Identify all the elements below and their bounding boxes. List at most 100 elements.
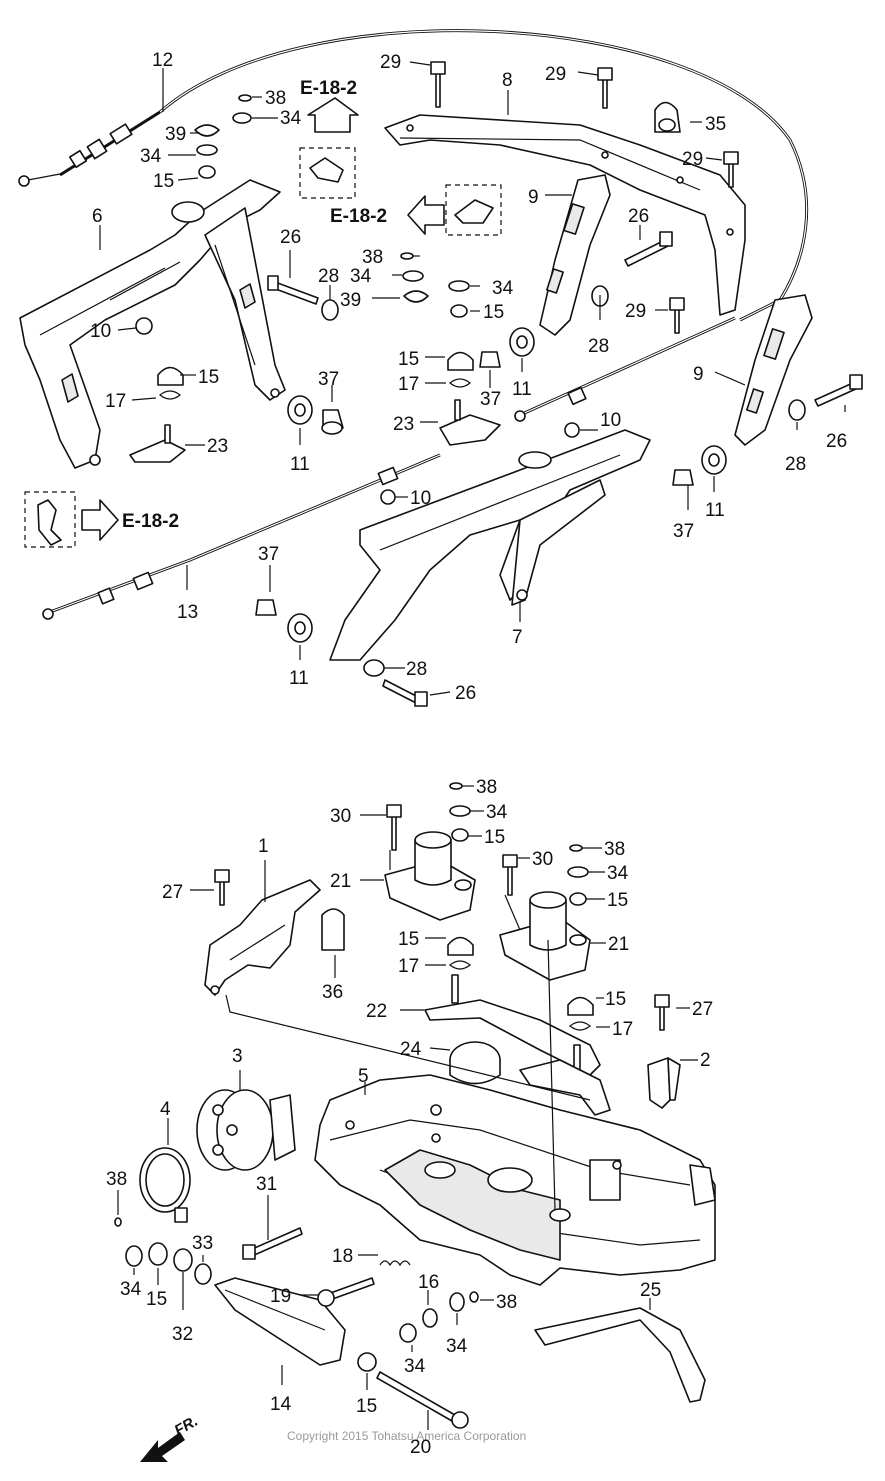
- callout-15h[interactable]: 15: [605, 989, 626, 1010]
- callout-39b[interactable]: 39: [340, 290, 361, 311]
- callout-34h[interactable]: 34: [404, 1356, 426, 1377]
- callout-3[interactable]: 3: [232, 1046, 243, 1067]
- callout-10a[interactable]: 10: [90, 321, 111, 342]
- callout-28b[interactable]: 28: [588, 336, 609, 357]
- callout-21b[interactable]: 21: [608, 934, 629, 955]
- callout-34g[interactable]: 34: [120, 1279, 142, 1300]
- callout-10b[interactable]: 10: [600, 410, 621, 431]
- callout-32[interactable]: 32: [172, 1324, 193, 1345]
- callout-13[interactable]: 13: [177, 602, 198, 623]
- link-22: [424, 974, 611, 1116]
- callout-27a[interactable]: 27: [162, 882, 183, 903]
- callout-15j[interactable]: 15: [356, 1396, 377, 1417]
- callout-4[interactable]: 4: [160, 1099, 171, 1120]
- callout-11d[interactable]: 11: [705, 500, 725, 521]
- bracket-9-lower: [734, 294, 813, 446]
- callout-33[interactable]: 33: [192, 1233, 213, 1254]
- callout-34d[interactable]: 34: [492, 278, 514, 299]
- callout-29c[interactable]: 29: [682, 149, 703, 170]
- callout-38d[interactable]: 38: [604, 839, 625, 860]
- ref-middle-group: E-18-2: [330, 184, 502, 236]
- callout-19[interactable]: 19: [270, 1286, 291, 1307]
- callout-15d[interactable]: 15: [398, 349, 419, 370]
- callout-17d[interactable]: 17: [612, 1019, 633, 1040]
- cover-21-left: [384, 831, 476, 921]
- callout-15g[interactable]: 15: [398, 929, 419, 950]
- hardware-lower: [114, 782, 670, 1429]
- ref-label-lower[interactable]: E-18-2: [122, 511, 179, 532]
- callout-37a[interactable]: 37: [318, 369, 339, 390]
- callout-10c[interactable]: 10: [410, 488, 431, 509]
- callout-34a[interactable]: 34: [280, 108, 302, 129]
- callout-17a[interactable]: 17: [105, 391, 126, 412]
- callout-8[interactable]: 8: [502, 70, 513, 91]
- callout-37d[interactable]: 37: [673, 521, 694, 542]
- callout-15c[interactable]: 15: [483, 302, 504, 323]
- callout-38b[interactable]: 38: [362, 247, 383, 268]
- callout-34c[interactable]: 34: [350, 266, 372, 287]
- callout-39a[interactable]: 39: [165, 124, 186, 145]
- callout-6[interactable]: 6: [92, 206, 103, 227]
- callout-18[interactable]: 18: [332, 1246, 353, 1267]
- callout-9b[interactable]: 9: [693, 364, 704, 385]
- callout-26d[interactable]: 26: [455, 683, 476, 704]
- callout-23b[interactable]: 23: [393, 414, 414, 435]
- callout-30a[interactable]: 30: [330, 806, 351, 827]
- callout-37c[interactable]: 37: [258, 544, 279, 565]
- callout-2[interactable]: 2: [700, 1050, 711, 1071]
- callout-15b[interactable]: 15: [198, 367, 219, 388]
- callout-34i[interactable]: 34: [446, 1336, 468, 1357]
- callout-23a[interactable]: 23: [207, 436, 228, 457]
- callout-36[interactable]: 36: [322, 982, 343, 1003]
- ref-lower-group: E-18-2: [24, 491, 179, 548]
- callout-14[interactable]: 14: [270, 1394, 292, 1415]
- bracket-7: [329, 429, 651, 661]
- callout-28a[interactable]: 28: [318, 266, 339, 287]
- callout-11a[interactable]: 11: [290, 454, 310, 475]
- callout-15a[interactable]: 15: [153, 171, 174, 192]
- callout-17b[interactable]: 17: [398, 374, 419, 395]
- callout-16[interactable]: 16: [418, 1272, 439, 1293]
- callout-31[interactable]: 31: [256, 1174, 277, 1195]
- callout-37b[interactable]: 37: [480, 389, 501, 410]
- callout-11c[interactable]: 11: [289, 668, 309, 689]
- callout-15f[interactable]: 15: [607, 890, 628, 911]
- callout-26b[interactable]: 26: [628, 206, 649, 227]
- callout-38c[interactable]: 38: [476, 777, 497, 798]
- callout-34b[interactable]: 34: [140, 146, 162, 167]
- ref-label-upper[interactable]: E-18-2: [300, 78, 357, 99]
- bracket-2: [647, 1057, 681, 1109]
- callout-28c[interactable]: 28: [785, 454, 806, 475]
- callout-28d[interactable]: 28: [406, 659, 427, 680]
- callout-38f[interactable]: 38: [496, 1292, 517, 1313]
- callout-5[interactable]: 5: [358, 1066, 369, 1087]
- callout-9a[interactable]: 9: [528, 187, 539, 208]
- callout-29a[interactable]: 29: [380, 52, 401, 73]
- callout-11b[interactable]: 11: [512, 379, 532, 400]
- callout-12[interactable]: 12: [152, 50, 173, 71]
- callout-29d[interactable]: 29: [625, 301, 646, 322]
- callout-15i[interactable]: 15: [146, 1289, 167, 1310]
- callout-35[interactable]: 35: [705, 114, 726, 135]
- callout-38a[interactable]: 38: [265, 88, 286, 109]
- callout-15e[interactable]: 15: [484, 827, 505, 848]
- callout-24[interactable]: 24: [400, 1039, 422, 1060]
- callout-29b[interactable]: 29: [545, 64, 566, 85]
- cable-13: [42, 453, 441, 620]
- ref-label-middle[interactable]: E-18-2: [330, 206, 387, 227]
- callout-20[interactable]: 20: [410, 1437, 431, 1458]
- callout-27b[interactable]: 27: [692, 999, 713, 1020]
- callout-21a[interactable]: 21: [330, 871, 351, 892]
- callout-7[interactable]: 7: [512, 627, 523, 648]
- callout-26a[interactable]: 26: [280, 227, 301, 248]
- callout-34f[interactable]: 34: [607, 863, 629, 884]
- callout-38e[interactable]: 38: [106, 1169, 127, 1190]
- callout-30b[interactable]: 30: [532, 849, 553, 870]
- callout-25[interactable]: 25: [640, 1280, 661, 1301]
- callout-22[interactable]: 22: [366, 1001, 387, 1022]
- callout-34e[interactable]: 34: [486, 802, 508, 823]
- callout-17c[interactable]: 17: [398, 956, 419, 977]
- callout-1[interactable]: 1: [258, 836, 269, 857]
- callout-26c[interactable]: 26: [826, 431, 847, 452]
